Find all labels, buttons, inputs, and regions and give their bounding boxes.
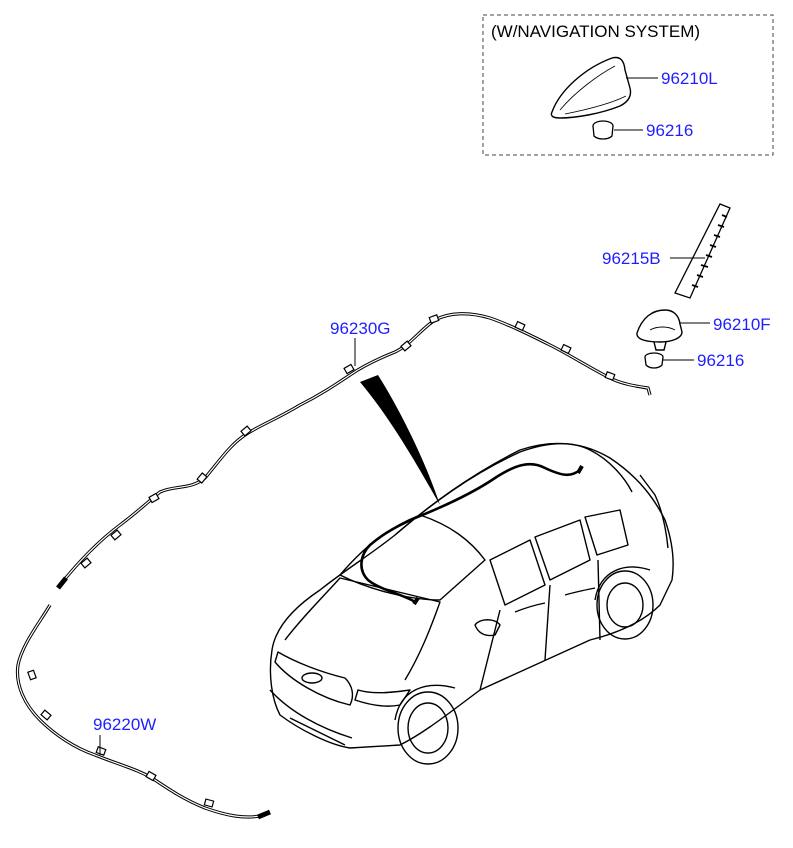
inset-seal-drawing [592, 120, 614, 140]
callout-96210L[interactable]: 96210L [661, 69, 718, 88]
main-cable-drawing [15, 604, 271, 820]
navigation-inset-box [482, 14, 774, 156]
callout-96215B[interactable]: 96215B [602, 249, 661, 268]
callout-96210F[interactable]: 96210F [713, 315, 771, 334]
inset-title: (W/NAVIGATION SYSTEM) [491, 22, 701, 41]
callout-96216-inset[interactable]: 96216 [646, 121, 694, 140]
shark-fin-antenna-drawing [550, 56, 632, 119]
callout-96216-base[interactable]: 96216 [697, 351, 745, 370]
base-seal-drawing [644, 352, 664, 369]
callout-wedge [360, 375, 440, 505]
vehicle-roof-cable [360, 462, 581, 604]
callout-96220W[interactable]: 96220W [93, 715, 157, 734]
roof-cable-drawing [56, 312, 652, 590]
vehicle-drawing [269, 442, 674, 765]
rod-antenna-drawing [674, 203, 731, 299]
antenna-base-drawing [636, 309, 683, 351]
callout-96230G[interactable]: 96230G [330, 319, 391, 338]
